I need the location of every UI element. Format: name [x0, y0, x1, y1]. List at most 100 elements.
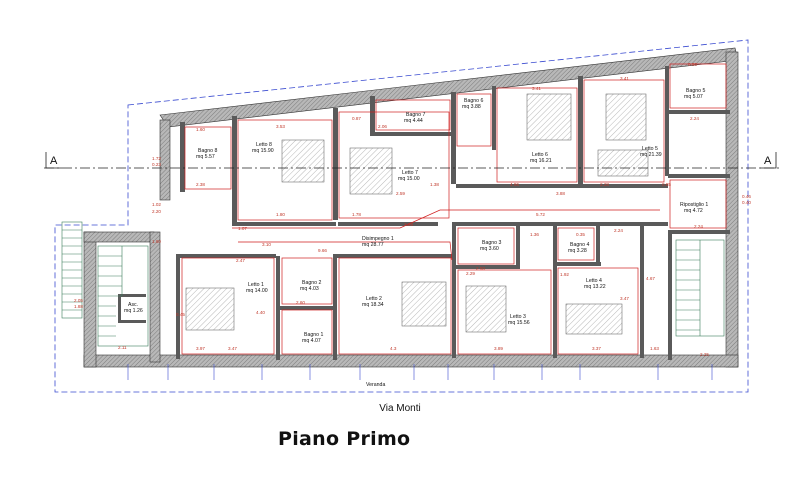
room-name: Letto 5 [642, 146, 658, 152]
room-area: mq 4.72 [684, 208, 703, 214]
dimension-value: 1.63 [650, 346, 659, 351]
beds [185, 93, 649, 335]
room-name: Bagno 1 [304, 332, 323, 338]
room-name: Bagno 5 [686, 88, 705, 94]
room-name: Letto 1 [248, 282, 264, 288]
dimension-value: 0.46 [742, 194, 751, 199]
dimension-value: 1.36 [530, 232, 539, 237]
room-area: mq 3.88 [462, 104, 481, 110]
dimension-value: 0.35 [576, 232, 585, 237]
dimension-value: 3.47 [228, 346, 237, 351]
street-name: Via Monti [379, 403, 421, 414]
dimension-value: 3.53 [276, 124, 285, 129]
room-area: mq 1.26 [124, 308, 143, 314]
room-name: Letto 8 [256, 142, 272, 148]
dimension-value: 0.87 [352, 116, 361, 121]
room-area: mq 3.28 [568, 248, 587, 254]
room-area: mq 15.90 [252, 148, 274, 154]
dimension-value: 2.50 [476, 266, 485, 271]
dimension-value: 4.40 [256, 310, 265, 315]
dimension-value: 2.06 [378, 124, 387, 129]
dimension-value: 0.85 [662, 182, 671, 187]
room-labels: Bagno 8 mq 5.57 Letto 8 mq 15.90 Letto 7… [124, 88, 708, 388]
room-name: Letto 4 [586, 278, 602, 284]
room-area: mq 4.03 [300, 286, 319, 292]
room-area: mq 21.39 [640, 152, 662, 158]
room-area: mq 5.07 [684, 94, 703, 100]
dimension-value: 2.38 [196, 182, 205, 187]
section-marker-right: A [764, 155, 772, 167]
dimension-value: 3.47 [620, 296, 629, 301]
dimension-value: 2.28 [600, 182, 609, 187]
dimension-value: 1.78 [352, 212, 361, 217]
room-name: Bagno 7 [406, 112, 425, 118]
dimension-value: 3.97 [196, 346, 205, 351]
dimension-labels: 3.53 1.60 0.87 3.41 3.41 0.96 2.06 2.24 … [74, 62, 751, 357]
dimension-value: 2.29 [404, 222, 413, 227]
dimension-value: 5.72 [536, 212, 545, 217]
room-area: mq 13.22 [584, 284, 606, 290]
room-name: Bagno 3 [482, 240, 501, 246]
dimension-value: 0.45 [176, 312, 185, 317]
room-name: Letto 7 [402, 170, 418, 176]
dimension-value: 2.59 [396, 191, 405, 196]
dimension-value: 2.24 [614, 228, 623, 233]
dimension-value: 3.41 [620, 76, 629, 81]
dimension-value: 0.96 [688, 62, 697, 67]
room-area: mq 28.77 [362, 242, 384, 248]
dimension-value: 2.24 [690, 116, 699, 121]
room-area: mq 3.60 [480, 246, 499, 252]
room-name: Ripostiglio 1 [680, 202, 708, 208]
room-area: mq 14.00 [246, 288, 268, 294]
property-boundary [54, 39, 749, 393]
room-name: Asc. [128, 302, 138, 308]
veranda-label: Veranda [366, 382, 385, 388]
dimension-value: 9.66 [318, 248, 327, 253]
room-area: mq 4.44 [404, 118, 423, 124]
dimension-value: 2.11 [118, 345, 127, 350]
section-marker-left: A [50, 155, 58, 167]
dimension-value: 2.20 [152, 209, 161, 214]
room-name: Bagno 8 [198, 148, 217, 154]
dimension-value: 3.88 [556, 191, 565, 196]
room-area: mq 18.34 [362, 302, 384, 308]
dimension-value: 4.67 [646, 276, 655, 281]
dimension-value: 0.23 [152, 162, 161, 167]
dimension-value: 1.92 [560, 272, 569, 277]
interior-walls [118, 66, 730, 360]
room-area: mq 15.56 [508, 320, 530, 326]
dimension-value: 2.25 [700, 352, 709, 357]
dimension-value: 4.3 [390, 346, 397, 351]
dimension-value: 2.24 [694, 224, 703, 229]
room-area: mq 16.21 [530, 158, 552, 164]
dimension-value: 1.02 [152, 202, 161, 207]
dimension-value: 1.07 [238, 226, 247, 231]
dimension-value: 3.37 [592, 346, 601, 351]
room-name: Bagno 2 [302, 280, 321, 286]
dimension-value: 2.47 [236, 258, 245, 263]
room-name: Bagno 6 [464, 98, 483, 104]
section-line: A A [44, 152, 780, 169]
floor-title: Piano Primo [278, 428, 411, 450]
room-perimeters [181, 63, 727, 355]
bottom-markers [127, 364, 713, 380]
room-area: mq 5.57 [196, 154, 215, 160]
dimension-value: 2.60 [296, 300, 305, 305]
stairs [61, 221, 725, 347]
dimension-value: 1.60 [152, 239, 161, 244]
dimension-value: 1.60 [196, 127, 205, 132]
room-name: Letto 3 [510, 314, 526, 320]
dimension-value: 2.05 [74, 298, 83, 303]
dimension-value: 1.38 [430, 182, 439, 187]
room-area: mq 4.07 [302, 338, 321, 344]
room-name: Disimpegno 1 [362, 236, 394, 242]
room-name: Letto 6 [532, 152, 548, 158]
dimension-value: 3.41 [532, 86, 541, 91]
room-name: Bagno 4 [570, 242, 589, 248]
dimension-value: 4.96 [510, 182, 519, 187]
room-name: Letto 2 [366, 296, 382, 302]
dimension-value: 0.40 [742, 200, 751, 205]
dimension-value: 3.10 [262, 242, 271, 247]
dimension-value: 3.89 [494, 346, 503, 351]
